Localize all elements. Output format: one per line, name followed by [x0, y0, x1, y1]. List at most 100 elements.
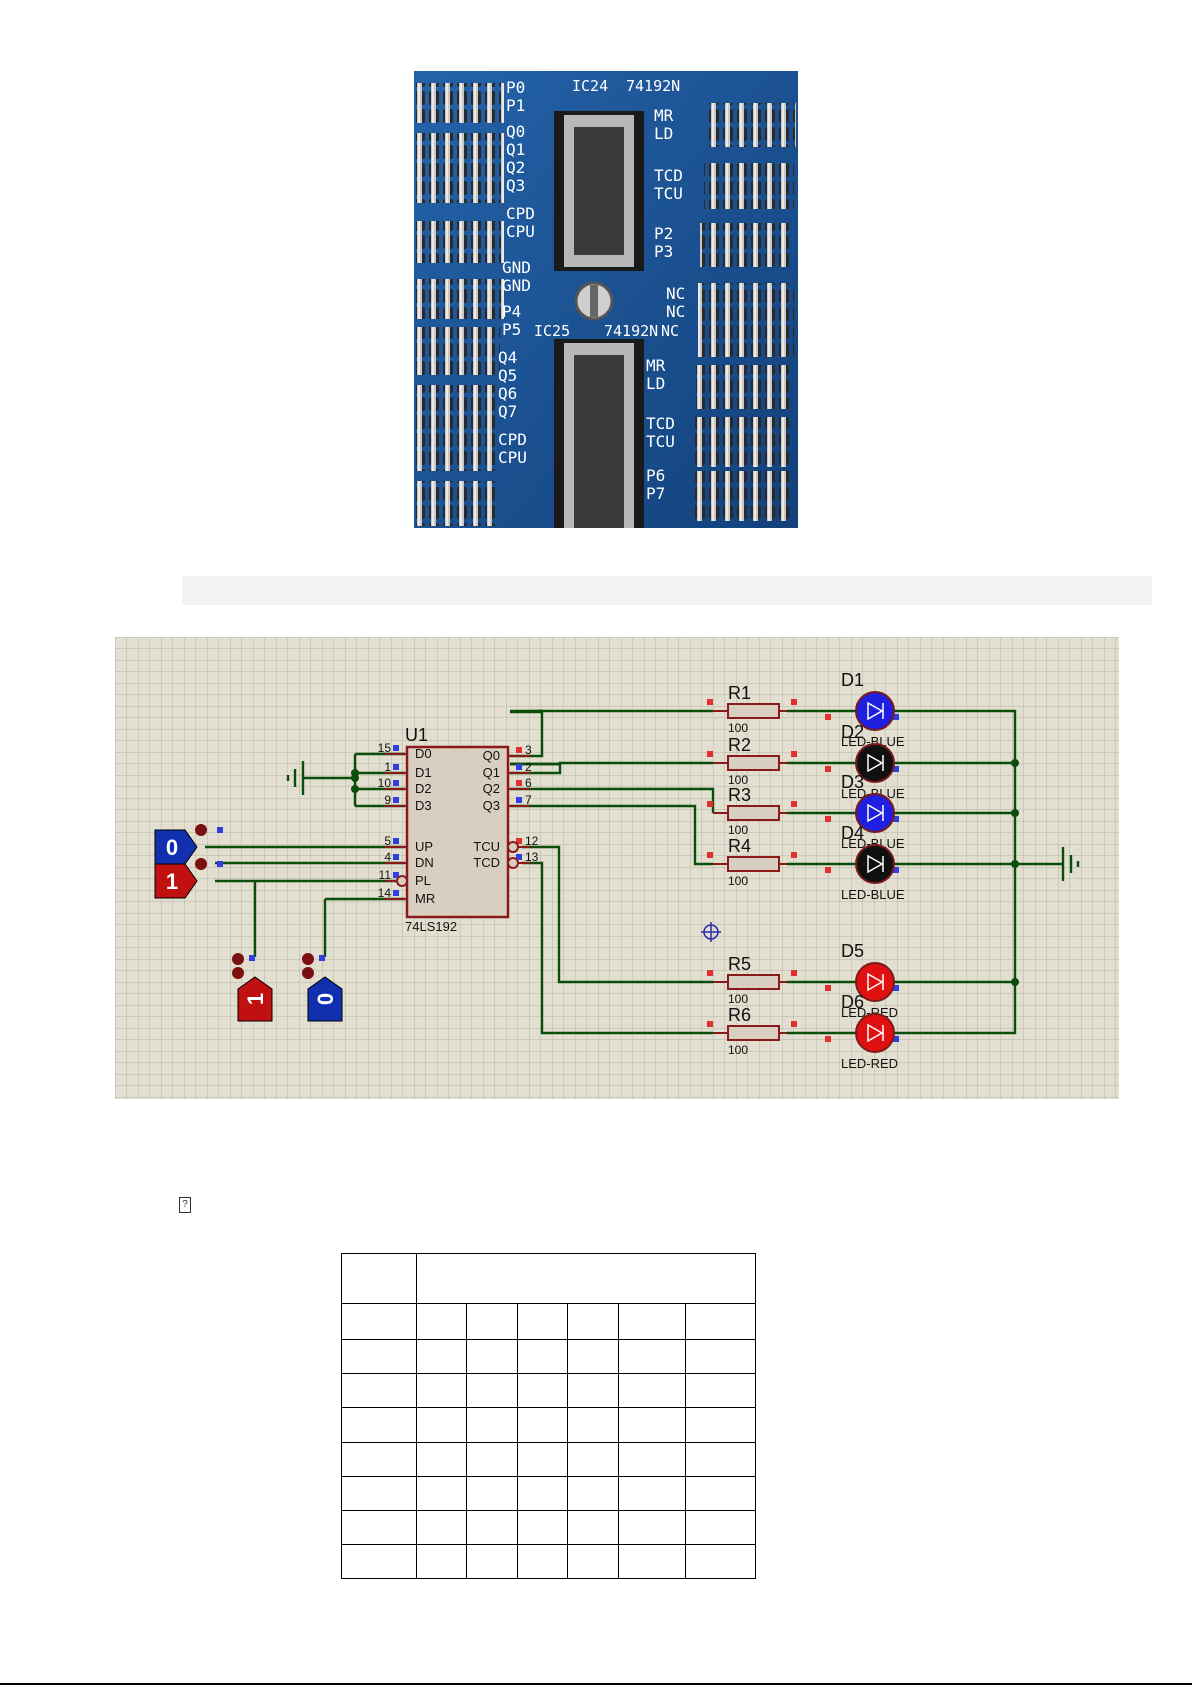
pin-marker	[393, 872, 399, 878]
crosshair-icon	[701, 922, 721, 942]
pin-marker	[516, 747, 522, 753]
table-cell	[341, 1441, 417, 1477]
table-row	[341, 1303, 756, 1341]
resistor-ref: R4	[728, 836, 751, 856]
pin-number: 1	[384, 760, 391, 774]
table-row	[341, 1543, 756, 1580]
chip-body	[405, 745, 510, 919]
table-cell	[685, 1339, 756, 1375]
photo-right-label: NC	[666, 302, 685, 321]
inversion-bubble	[396, 875, 408, 887]
photo-left-label: Q5	[498, 366, 517, 385]
table-cell	[516, 1407, 568, 1443]
photo-ic-mid-label: IC25	[534, 322, 570, 340]
pin-marker	[393, 797, 399, 803]
photo-left-label: CPD	[506, 204, 535, 223]
table-row	[341, 1475, 756, 1511]
photo-ic-mid-part: 74192N	[604, 322, 658, 340]
resistor-value: 100	[728, 773, 748, 787]
table-cell	[415, 1441, 467, 1477]
table-cell	[415, 1543, 467, 1580]
pin-name: MR	[415, 891, 435, 906]
table-cell	[465, 1509, 518, 1545]
photo-ic-top-label: IC24	[572, 77, 608, 95]
table-cell	[341, 1339, 417, 1375]
photo-right-label: P2	[654, 224, 673, 243]
table-cell	[465, 1407, 518, 1443]
table-cell	[617, 1543, 687, 1580]
table-cell	[341, 1475, 417, 1511]
pin-marker	[393, 890, 399, 896]
pin-name: Q2	[483, 781, 500, 796]
photo-left-label: Q7	[498, 402, 517, 421]
table-cell	[617, 1303, 687, 1341]
pin-number: 4	[384, 850, 391, 864]
pin-number: 10	[378, 776, 392, 790]
table-cell	[516, 1475, 568, 1511]
led-ref: D1	[841, 670, 864, 690]
table-cell	[415, 1252, 757, 1305]
table-cell	[617, 1373, 687, 1409]
photo-ic-top-part: 74192N	[626, 77, 680, 95]
led-ref: D3	[841, 772, 864, 792]
resistor-ref: R5	[728, 954, 751, 974]
resistor-value: 100	[728, 992, 748, 1006]
table-cell	[415, 1303, 467, 1341]
pin-marker	[516, 854, 522, 860]
table-cell	[566, 1373, 619, 1409]
leds: D1LED-BLUED2LED-BLUED3LED-BLUED4LED-BLUE…	[825, 670, 905, 1071]
table-cell	[341, 1373, 417, 1409]
table-row	[341, 1441, 756, 1477]
pin-marker	[516, 797, 522, 803]
logic-input: 0	[154, 824, 223, 865]
table-cell	[465, 1543, 518, 1580]
led-type: LED-RED	[841, 1056, 898, 1071]
table-cell	[465, 1339, 518, 1375]
logic-input: 1	[154, 858, 223, 899]
caption-band	[182, 576, 1152, 605]
table-cell	[566, 1303, 619, 1341]
photo-right-label: P7	[646, 484, 665, 503]
pin-number: 14	[378, 886, 392, 900]
table-cell	[465, 1441, 518, 1477]
pin-name: D0	[415, 746, 432, 761]
pin-name: PL	[415, 873, 431, 888]
pin-name: D3	[415, 798, 432, 813]
photo-left-labels: P0P1Q0Q1Q2Q3CPDCPUGNDGNDP4P5Q4Q5Q6Q7CPDC…	[498, 78, 535, 467]
pin-number: 5	[384, 834, 391, 848]
table-cell	[516, 1441, 568, 1477]
table-row	[341, 1407, 756, 1443]
photo-left-label: P5	[502, 320, 521, 339]
led-ref: D2	[841, 722, 864, 742]
table-cell	[415, 1373, 467, 1409]
pin-name: Q1	[483, 765, 500, 780]
pin-number: 12	[525, 834, 539, 848]
pin-name: DN	[415, 855, 434, 870]
pin-marker	[393, 745, 399, 751]
missing-glyph: ?	[179, 1197, 191, 1213]
table-cell	[617, 1407, 687, 1443]
pin-marker	[393, 854, 399, 860]
pin-number: 2	[525, 760, 532, 774]
table-cell	[415, 1509, 467, 1545]
pin-name: D1	[415, 765, 432, 780]
photo-right-label: MR	[654, 106, 674, 125]
pin-number: 6	[525, 776, 532, 790]
pin-marker	[393, 780, 399, 786]
table-cell	[341, 1303, 417, 1341]
logic-input-label: 0	[313, 993, 338, 1005]
table-row	[341, 1373, 756, 1409]
pin-marker	[516, 764, 522, 770]
pin-name: TCD	[473, 855, 500, 870]
table-cell	[685, 1441, 756, 1477]
photo-right-label: LD	[654, 124, 673, 143]
resistor-ref: R3	[728, 785, 751, 805]
photo-right-label: TCU	[654, 184, 683, 203]
table-cell	[566, 1509, 619, 1545]
photo-left-label: Q6	[498, 384, 517, 403]
